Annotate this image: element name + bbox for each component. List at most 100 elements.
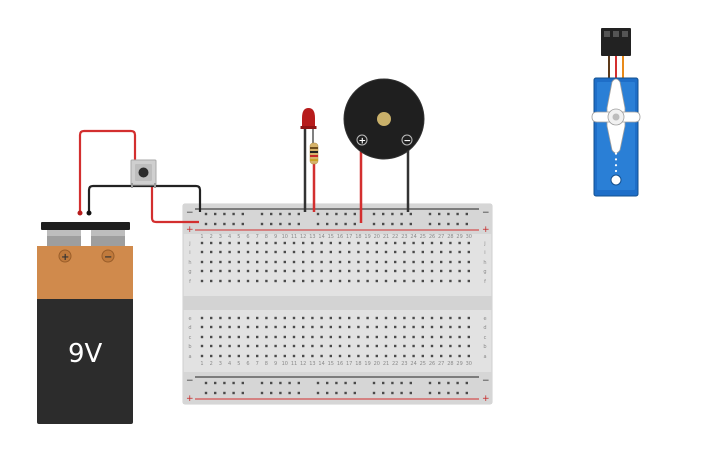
terminal-hole[interactable]	[200, 344, 204, 348]
terminal-hole[interactable]	[311, 354, 314, 358]
terminal-hole[interactable]	[449, 344, 452, 348]
terminal-hole[interactable]	[292, 316, 296, 320]
rail-hole[interactable]	[316, 391, 320, 395]
rail-hole[interactable]	[391, 212, 394, 216]
rail-hole[interactable]	[260, 212, 264, 216]
rail-hole[interactable]	[438, 212, 441, 216]
terminal-hole[interactable]	[210, 250, 213, 254]
terminal-hole[interactable]	[467, 241, 470, 245]
terminal-hole[interactable]	[412, 325, 415, 329]
terminal-hole[interactable]	[348, 325, 351, 329]
terminal-hole[interactable]	[394, 325, 397, 329]
terminal-hole[interactable]	[467, 279, 470, 283]
terminal-hole[interactable]	[458, 335, 461, 339]
rail-hole[interactable]	[214, 381, 217, 385]
red-wire-battery-to-button[interactable]	[78, 129, 137, 215]
terminal-hole[interactable]	[458, 344, 461, 348]
rail-hole[interactable]	[270, 212, 273, 216]
terminal-hole[interactable]	[412, 316, 415, 320]
rail-hole[interactable]	[241, 381, 244, 385]
terminal-hole[interactable]	[348, 241, 351, 245]
terminal-hole[interactable]	[274, 325, 277, 329]
rail-hole[interactable]	[344, 391, 347, 395]
terminal-hole[interactable]	[200, 316, 204, 320]
terminal-hole[interactable]	[228, 260, 231, 264]
rail-hole[interactable]	[335, 222, 338, 226]
rail-hole[interactable]	[428, 212, 432, 216]
rail-hole[interactable]	[382, 391, 385, 395]
rail-hole[interactable]	[326, 212, 329, 216]
rail-hole[interactable]	[438, 391, 441, 395]
terminal-hole[interactable]	[421, 316, 424, 320]
terminal-hole[interactable]	[320, 260, 323, 264]
terminal-hole[interactable]	[219, 241, 222, 245]
rail-hole[interactable]	[270, 391, 273, 395]
terminal-hole[interactable]	[246, 325, 250, 329]
terminal-hole[interactable]	[348, 250, 351, 254]
rail-hole[interactable]	[232, 222, 235, 226]
terminal-hole[interactable]	[467, 269, 470, 273]
terminal-hole[interactable]	[283, 335, 286, 339]
terminal-hole[interactable]	[440, 316, 443, 320]
rail-hole[interactable]	[204, 381, 208, 385]
terminal-hole[interactable]	[440, 354, 443, 358]
terminal-hole[interactable]	[283, 250, 286, 254]
terminal-hole[interactable]	[394, 344, 397, 348]
terminal-hole[interactable]	[228, 269, 231, 273]
rail-hole[interactable]	[391, 222, 394, 226]
terminal-hole[interactable]	[246, 241, 250, 245]
rail-hole[interactable]	[438, 222, 441, 226]
terminal-hole[interactable]	[246, 279, 250, 283]
terminal-hole[interactable]	[311, 260, 314, 264]
terminal-hole[interactable]	[449, 241, 452, 245]
terminal-hole[interactable]	[430, 260, 434, 264]
terminal-hole[interactable]	[283, 279, 286, 283]
terminal-hole[interactable]	[200, 325, 204, 329]
rail-hole[interactable]	[335, 391, 338, 395]
rail-hole[interactable]	[447, 381, 450, 385]
battery-9v[interactable]: + − 9V	[37, 222, 133, 424]
terminal-hole[interactable]	[311, 279, 314, 283]
rail-hole[interactable]	[353, 212, 356, 216]
terminal-hole[interactable]	[375, 241, 378, 245]
terminal-hole[interactable]	[458, 250, 461, 254]
rail-hole[interactable]	[456, 381, 459, 385]
terminal-hole[interactable]	[338, 344, 342, 348]
rail-hole[interactable]	[297, 381, 300, 385]
terminal-hole[interactable]	[256, 325, 259, 329]
terminal-hole[interactable]	[320, 316, 323, 320]
rail-hole[interactable]	[297, 391, 300, 395]
terminal-hole[interactable]	[458, 325, 461, 329]
rail-hole[interactable]	[400, 222, 403, 226]
rail-hole[interactable]	[214, 222, 217, 226]
rail-hole[interactable]	[400, 391, 403, 395]
rail-hole[interactable]	[279, 212, 282, 216]
rail-hole[interactable]	[400, 212, 403, 216]
terminal-hole[interactable]	[338, 335, 342, 339]
terminal-hole[interactable]	[412, 241, 415, 245]
terminal-hole[interactable]	[430, 325, 434, 329]
terminal-hole[interactable]	[375, 316, 378, 320]
terminal-hole[interactable]	[430, 344, 434, 348]
terminal-hole[interactable]	[348, 335, 351, 339]
terminal-hole[interactable]	[430, 335, 434, 339]
terminal-hole[interactable]	[329, 241, 332, 245]
terminal-hole[interactable]	[302, 269, 305, 273]
terminal-hole[interactable]	[394, 279, 397, 283]
terminal-hole[interactable]	[329, 325, 332, 329]
terminal-hole[interactable]	[338, 325, 342, 329]
terminal-hole[interactable]	[210, 335, 213, 339]
terminal-hole[interactable]	[384, 325, 388, 329]
rail-hole[interactable]	[465, 381, 468, 385]
terminal-hole[interactable]	[302, 344, 305, 348]
terminal-hole[interactable]	[384, 260, 388, 264]
rail-hole[interactable]	[372, 222, 376, 226]
terminal-hole[interactable]	[430, 279, 434, 283]
terminal-hole[interactable]	[366, 260, 369, 264]
terminal-hole[interactable]	[246, 269, 250, 273]
terminal-hole[interactable]	[412, 344, 415, 348]
terminal-hole[interactable]	[200, 260, 204, 264]
rail-hole[interactable]	[260, 381, 264, 385]
terminal-hole[interactable]	[246, 335, 250, 339]
